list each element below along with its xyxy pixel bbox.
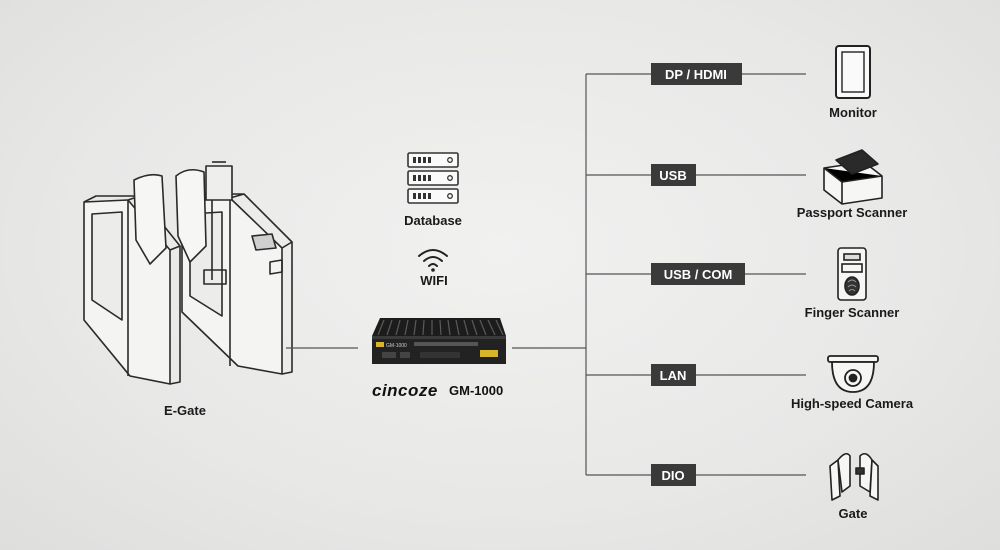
wifi-label: WIFI [420, 273, 447, 288]
e-gate-illustration [83, 161, 293, 385]
port-badge: USB / COM [651, 263, 745, 285]
database-label: Database [404, 213, 462, 228]
finger-scanner-icon [837, 247, 867, 301]
port-badge: USB [651, 164, 696, 186]
server-rack-icon [407, 152, 459, 204]
device-brand: cincoze [372, 381, 438, 400]
gate-icon [829, 452, 879, 501]
passport-scanner-icon [823, 149, 883, 205]
monitor-icon [835, 45, 871, 99]
device-screen-text: GM-1000 [386, 343, 407, 349]
port-badge: DP / HDMI [651, 63, 742, 85]
peripheral-label: Monitor [829, 105, 877, 120]
port-label: DIO [661, 468, 684, 483]
port-label: DP / HDMI [665, 67, 727, 82]
egate-label: E-Gate [164, 403, 206, 418]
peripheral-label: High-speed Camera [791, 396, 914, 411]
wifi-icon [418, 249, 448, 272]
port-badge: LAN [651, 364, 696, 386]
port-label: LAN [660, 368, 687, 383]
peripheral-label: Finger Scanner [805, 305, 900, 320]
port-label: USB [659, 168, 686, 183]
peripheral-label: Gate [839, 506, 868, 521]
port-badge: DIO [651, 464, 696, 486]
gm-1000-device: GM-1000 [372, 318, 506, 364]
camera-icon [827, 355, 879, 393]
peripheral-label: Passport Scanner [797, 205, 908, 220]
device-model: GM-1000 [449, 383, 503, 398]
port-label: USB / COM [664, 267, 733, 282]
